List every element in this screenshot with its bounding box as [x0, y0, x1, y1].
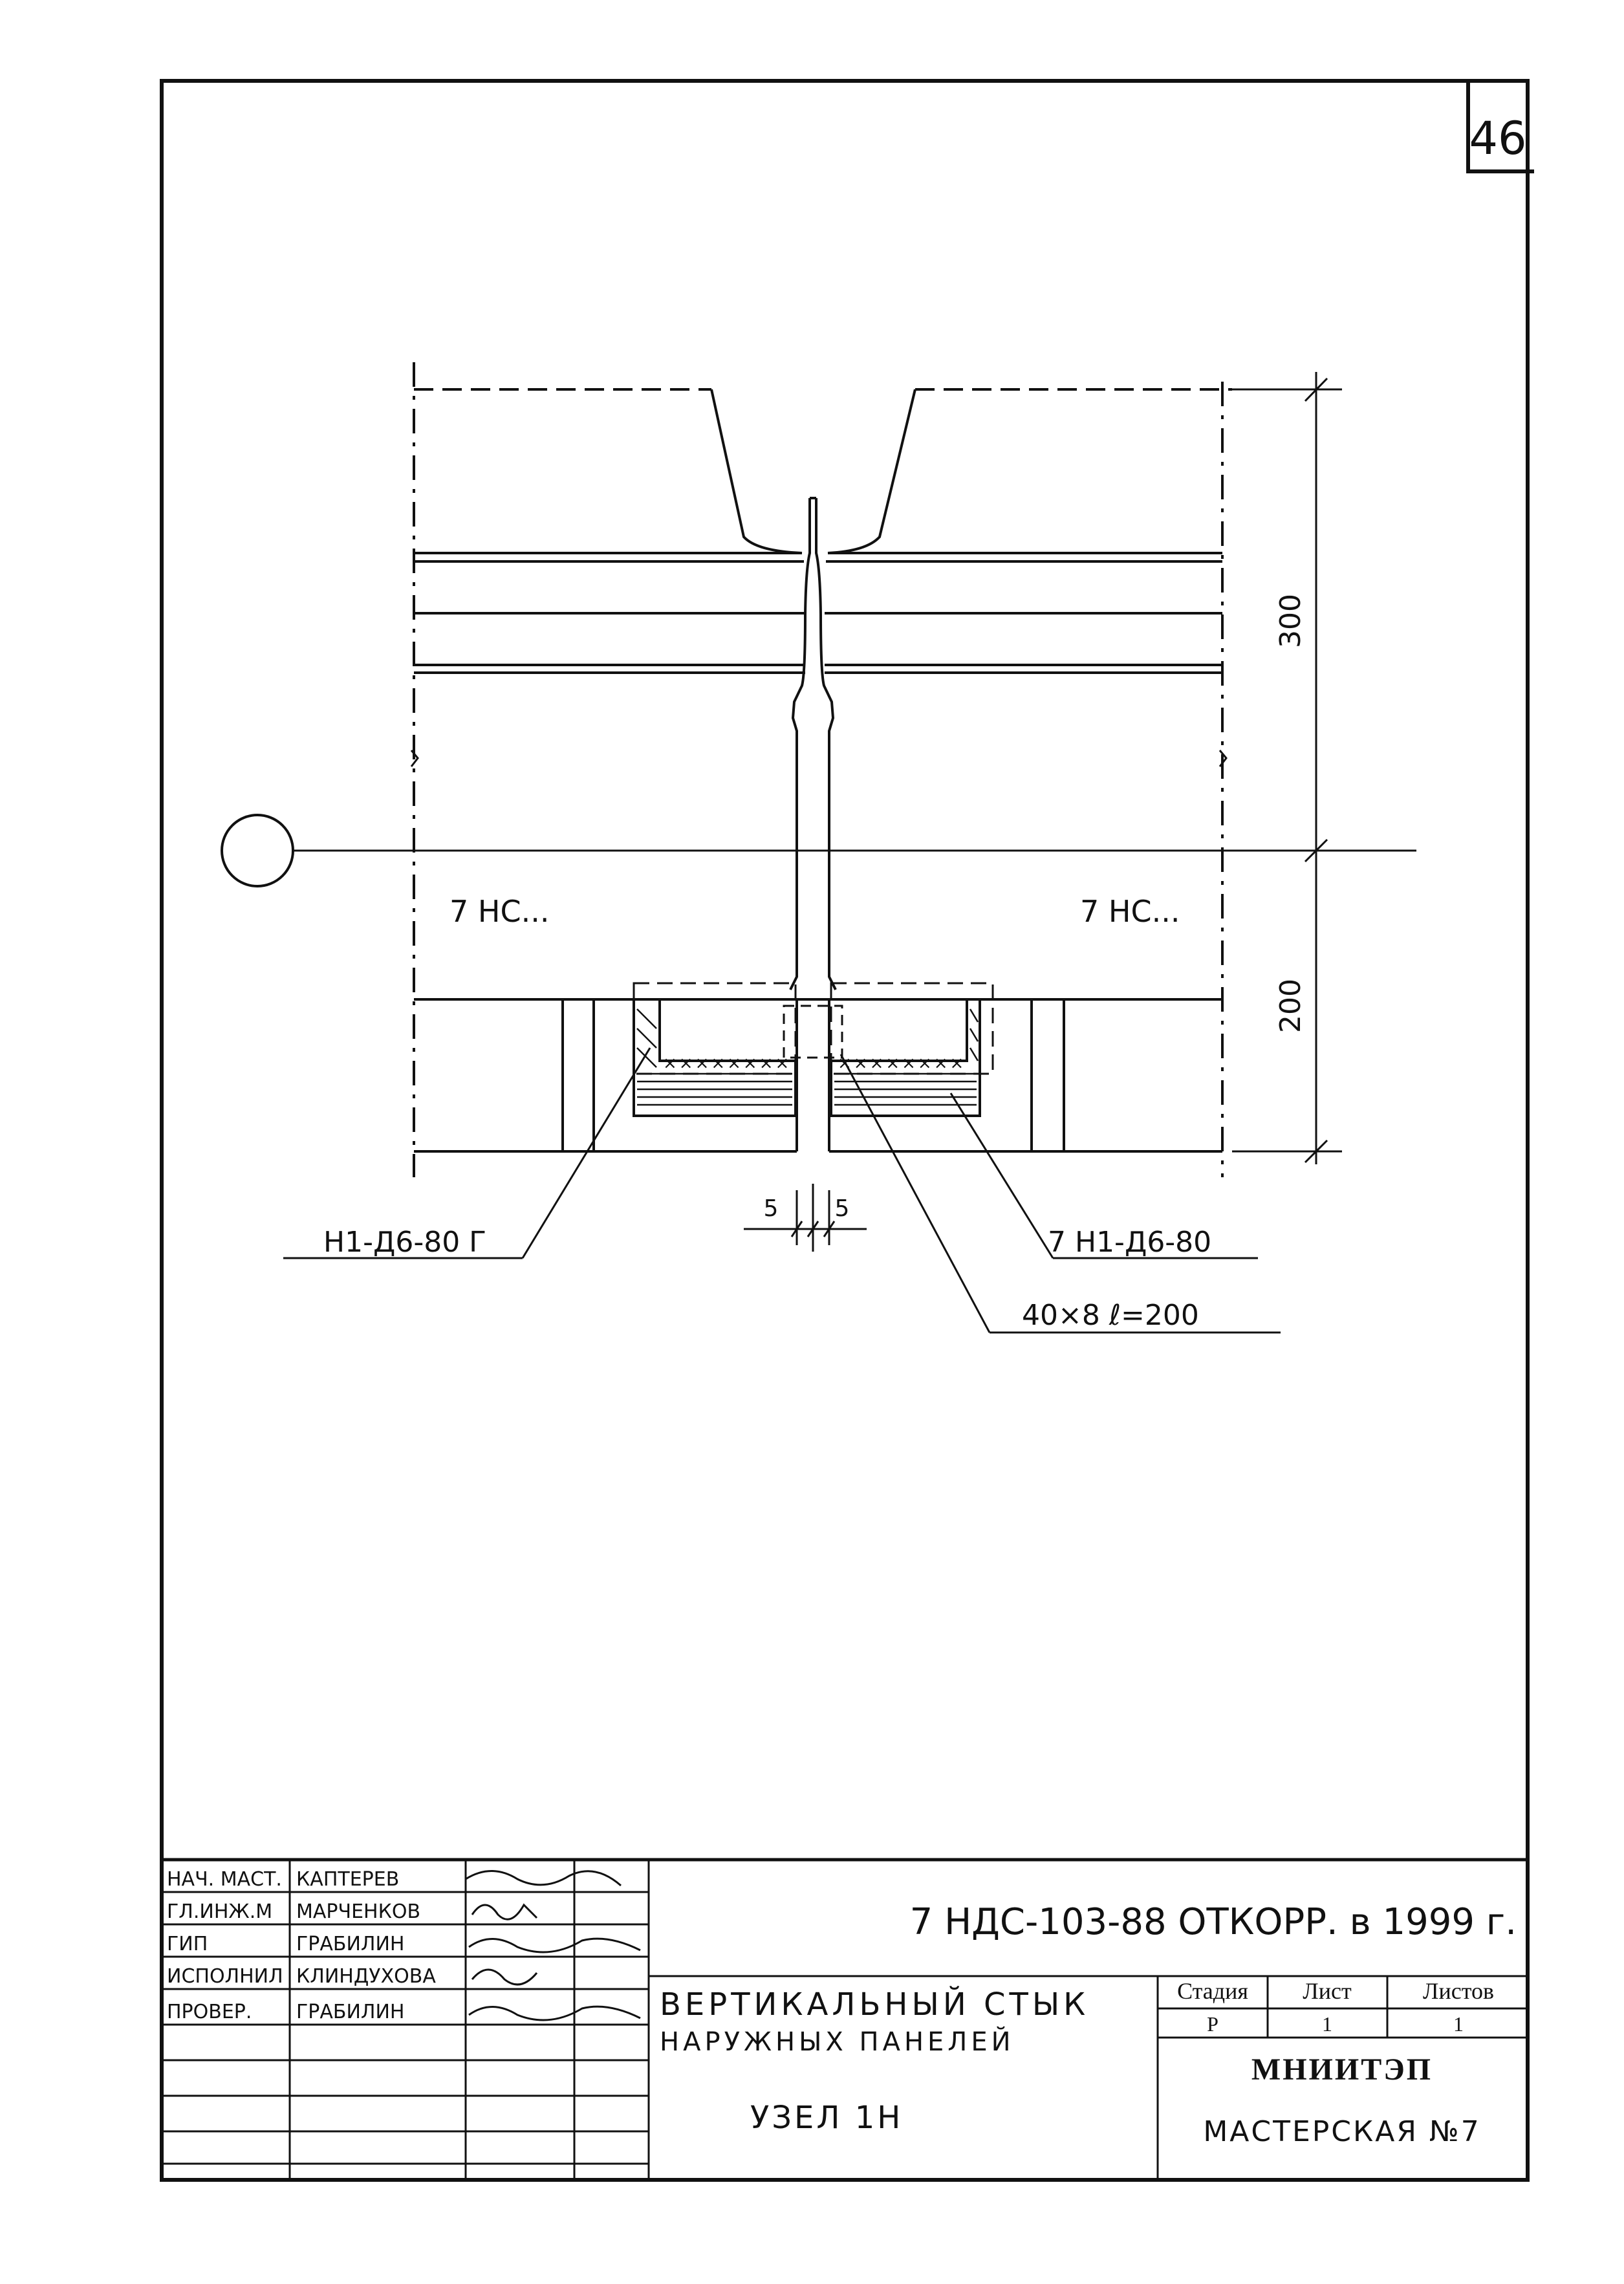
role-cell: ГИП: [167, 1933, 208, 1955]
sheet-frame: [160, 79, 1530, 2182]
panel-right-label: 7 НС...: [1080, 894, 1180, 929]
gap-tick: [823, 1221, 836, 1237]
embedded-part-left: [633, 999, 797, 1117]
role-cell: НАЧ. МАСТ.: [167, 1868, 282, 1891]
dim-tick: [1304, 838, 1328, 863]
title-block: [162, 1858, 1528, 2180]
weld-marks-left: ××××××××: [663, 1054, 791, 1073]
name-cell: ГРАБИЛИН: [296, 1933, 405, 1955]
callout-right: 7 Н1-Д6-80: [1048, 1226, 1211, 1259]
sheets-value: 1: [1453, 2012, 1464, 2036]
role-cell: ПРОВЕР.: [167, 2001, 252, 2023]
right-panel-profile: [827, 389, 916, 554]
stage-value: Р: [1207, 2012, 1218, 2036]
signatures: [465, 1870, 641, 2021]
node-label: УЗЕЛ 1Н: [750, 2100, 903, 2136]
signature-grabilin-2: [468, 2005, 641, 2021]
gap-tick: [790, 1221, 803, 1237]
gap-tick: [807, 1221, 819, 1237]
sheet-number: 46: [1469, 112, 1526, 165]
workshop: МАСТЕРСКАЯ №7: [1203, 2115, 1480, 2148]
embedded-part-right: [830, 999, 981, 1117]
panel-left-label: 7 НС...: [449, 894, 549, 929]
joint-drawing: [221, 362, 1416, 1177]
role-cell: ГЛ.ИНЖ.М: [167, 1900, 272, 1923]
hatch-line: [969, 1008, 979, 1023]
drawing-title-line2: НАРУЖНЫХ ПАНЕЛЕЙ: [660, 2026, 1015, 2057]
stage-header: Стадия: [1177, 1978, 1248, 2004]
signature-grabilin-1: [468, 1937, 641, 1953]
hatch-line: [969, 1047, 979, 1061]
name-cell: ГРАБИЛИН: [296, 2001, 405, 2023]
sheet-value: 1: [1322, 2012, 1332, 2036]
name-cell: КАПТЕРЕВ: [296, 1868, 399, 1891]
callout-leaders: [283, 1047, 1281, 1334]
hatch-line: [636, 1028, 657, 1049]
callout-plate: 40×8 ℓ=200: [1022, 1299, 1199, 1332]
joint-seal-right: [815, 498, 837, 990]
role-cell: ИСПОЛНИЛ: [167, 1965, 283, 1988]
leader-left: [521, 1047, 651, 1259]
dim-lower-label: 200: [1274, 979, 1307, 1033]
signature-klindukhova: [471, 1968, 538, 1986]
dimension-lines: [744, 372, 1342, 1252]
name-cell: МАРЧЕНКОВ: [296, 1900, 420, 1923]
leader-plate: [839, 1054, 991, 1333]
hatch-line: [636, 1047, 657, 1068]
name-cell: КЛИНДУХОВА: [296, 1965, 436, 1988]
left-panel-profile: [710, 389, 803, 554]
sheet-header: Лист: [1303, 1978, 1352, 2004]
gap-dim-right-label: 5: [835, 1195, 850, 1222]
hatch-line: [636, 1008, 657, 1029]
gap-dim-left-label: 5: [764, 1195, 779, 1222]
weld-marks-right: ××××××××: [838, 1054, 966, 1073]
dim-upper-label: 300: [1274, 594, 1307, 648]
callout-left: Н1-Д6-80 Г: [323, 1226, 486, 1259]
leader-right: [949, 1093, 1054, 1259]
organization: МНИИТЭП: [1251, 2052, 1433, 2087]
break-symbol-left: [410, 750, 419, 767]
break-symbol-right: [1218, 750, 1228, 767]
joint-seal-left: [789, 498, 811, 990]
hatch-line: [969, 1028, 979, 1042]
signature-marchenkov: [471, 1903, 538, 1920]
dim-tick: [1304, 1139, 1328, 1164]
sheets-header: Листов: [1423, 1978, 1494, 2004]
dim-tick: [1304, 377, 1328, 402]
document-code: 7 НДС-103-88 ОТКОРР. в 1999 г.: [910, 1901, 1517, 1943]
signature-kapterev: [465, 1870, 622, 1887]
drawing-title-line1: ВЕРТИКАЛЬНЫЙ СТЫК: [660, 1986, 1089, 2023]
sheet-number-box: [1466, 81, 1534, 173]
axis-bubble: [221, 814, 294, 887]
plate-dashed: [783, 1005, 843, 1059]
